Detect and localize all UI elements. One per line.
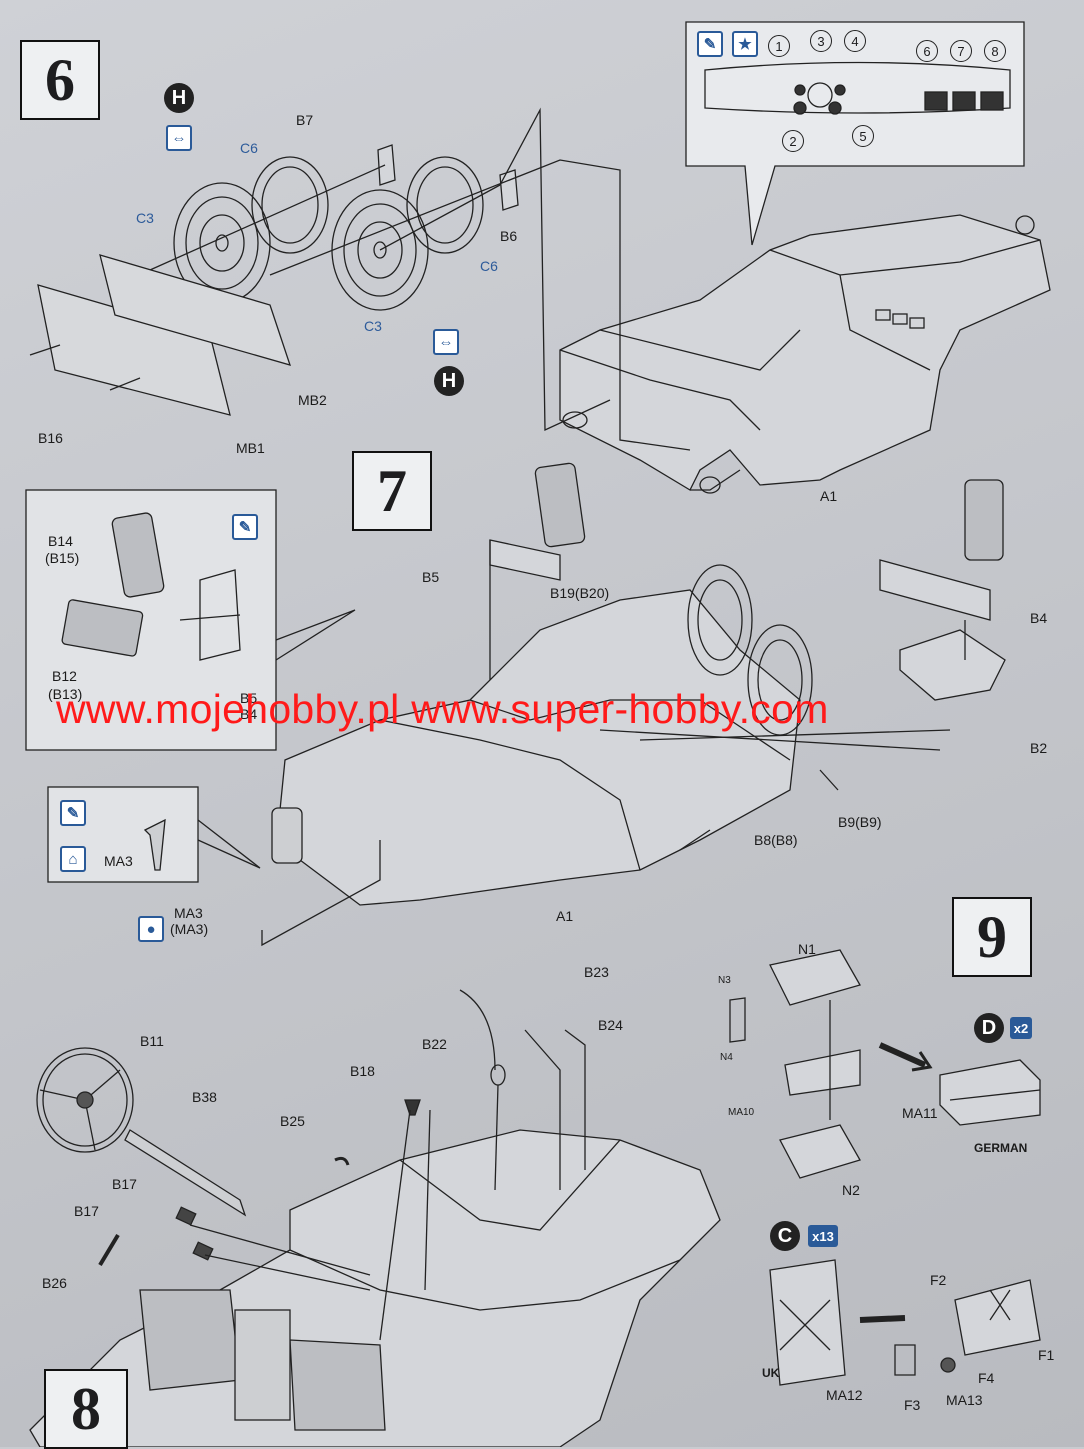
part-label: B23 [584, 964, 609, 980]
part-label: (MA3) [170, 921, 209, 937]
paint-brush-icon: ✎ [60, 800, 86, 826]
part-label: B26 [42, 1275, 67, 1291]
part-label: B24 [598, 1017, 623, 1033]
mirror-flip-icon: ⇔ [433, 329, 459, 355]
part-label: F2 [930, 1272, 947, 1288]
part-label: F1 [1038, 1347, 1055, 1363]
dash-num-7: 7 [950, 40, 972, 62]
part-label: B17 [112, 1176, 137, 1192]
part-label: B5 [422, 569, 440, 585]
part-label: B22 [422, 1036, 447, 1052]
part-label: B5 [240, 690, 258, 706]
part-label: N4 [720, 1052, 733, 1063]
part-label: MA3 [104, 853, 133, 869]
watermark-text: www.mojehobby.pl www.super-hobby.com [56, 686, 829, 732]
star-decal-icon: ★ [732, 31, 758, 57]
cement-icon: ⌂ [60, 846, 86, 872]
part-label: B14 [48, 533, 73, 549]
glue-drop-icon: ● [138, 916, 164, 942]
dash-num-6: 6 [916, 40, 938, 62]
part-label: N2 [842, 1182, 860, 1198]
step-9-number: 9 [977, 904, 1007, 970]
part-label: A1 [556, 908, 574, 924]
part-label: B18 [350, 1063, 375, 1079]
part-label: C3 [136, 210, 154, 226]
part-label: MA10 [728, 1107, 755, 1118]
german-label: GERMAN [974, 1141, 1028, 1155]
part-label: B12 [52, 668, 77, 684]
part-label: B16 [38, 430, 63, 446]
part-label: B9(B9) [838, 814, 882, 830]
part-label: C6 [480, 258, 498, 274]
step-7-box: 7 [352, 451, 432, 531]
part-label: B4 [240, 706, 258, 722]
part-label: MA3 [174, 905, 203, 921]
step-6-number: 6 [45, 47, 75, 113]
part-label: C3 [364, 318, 382, 334]
instruction-h-badge-top: H [164, 83, 194, 113]
dash-num-8: 8 [984, 40, 1006, 62]
part-label: B7 [296, 112, 314, 128]
part-label: F3 [904, 1397, 921, 1413]
part-label: MA13 [946, 1392, 983, 1408]
part-label: A1 [820, 488, 838, 504]
step-8-number: 8 [71, 1376, 101, 1442]
part-label: (B13) [48, 686, 83, 702]
part-label: B25 [280, 1113, 305, 1129]
paint-brush-icon: ✎ [232, 514, 258, 540]
paint-brush-icon: ✎ [697, 31, 723, 57]
part-label: (B15) [45, 550, 80, 566]
part-label: B4 [1030, 610, 1048, 626]
part-label: N3 [718, 975, 731, 986]
part-label: B19(B20) [550, 585, 610, 601]
part-label: B8(B8) [754, 832, 798, 848]
dash-num-5: 5 [852, 125, 874, 147]
part-label: B17 [74, 1203, 99, 1219]
instruction-c-badge: C [770, 1221, 800, 1251]
part-label: F4 [978, 1370, 995, 1386]
part-label: B2 [1030, 740, 1048, 756]
part-label: MA12 [826, 1387, 863, 1403]
part-label: N1 [798, 941, 816, 957]
instruction-h-badge-bottom: H [434, 366, 464, 396]
step-7-number: 7 [377, 458, 407, 524]
dash-num-4: 4 [844, 30, 866, 52]
quantity-badge: x13 [808, 1225, 838, 1247]
dash-num-1: 1 [768, 35, 790, 57]
part-label: MA11 [902, 1105, 938, 1121]
uk-label: UK [762, 1366, 780, 1380]
part-label: B38 [192, 1089, 217, 1105]
dash-num-3: 3 [810, 30, 832, 52]
part-label: MB1 [236, 440, 265, 456]
part-label: B6 [500, 228, 518, 244]
step-8-box: 8 [44, 1369, 128, 1449]
instruction-d-badge: D [974, 1013, 1004, 1043]
part-label: MB2 [298, 392, 327, 408]
part-label: C6 [240, 140, 258, 156]
step-6-box: 6 [20, 40, 100, 120]
mirror-flip-icon: ⇔ [166, 125, 192, 151]
quantity-badge: x2 [1010, 1017, 1032, 1039]
dash-num-2: 2 [782, 130, 804, 152]
part-label: B11 [140, 1033, 164, 1049]
step-9-box: 9 [952, 897, 1032, 977]
